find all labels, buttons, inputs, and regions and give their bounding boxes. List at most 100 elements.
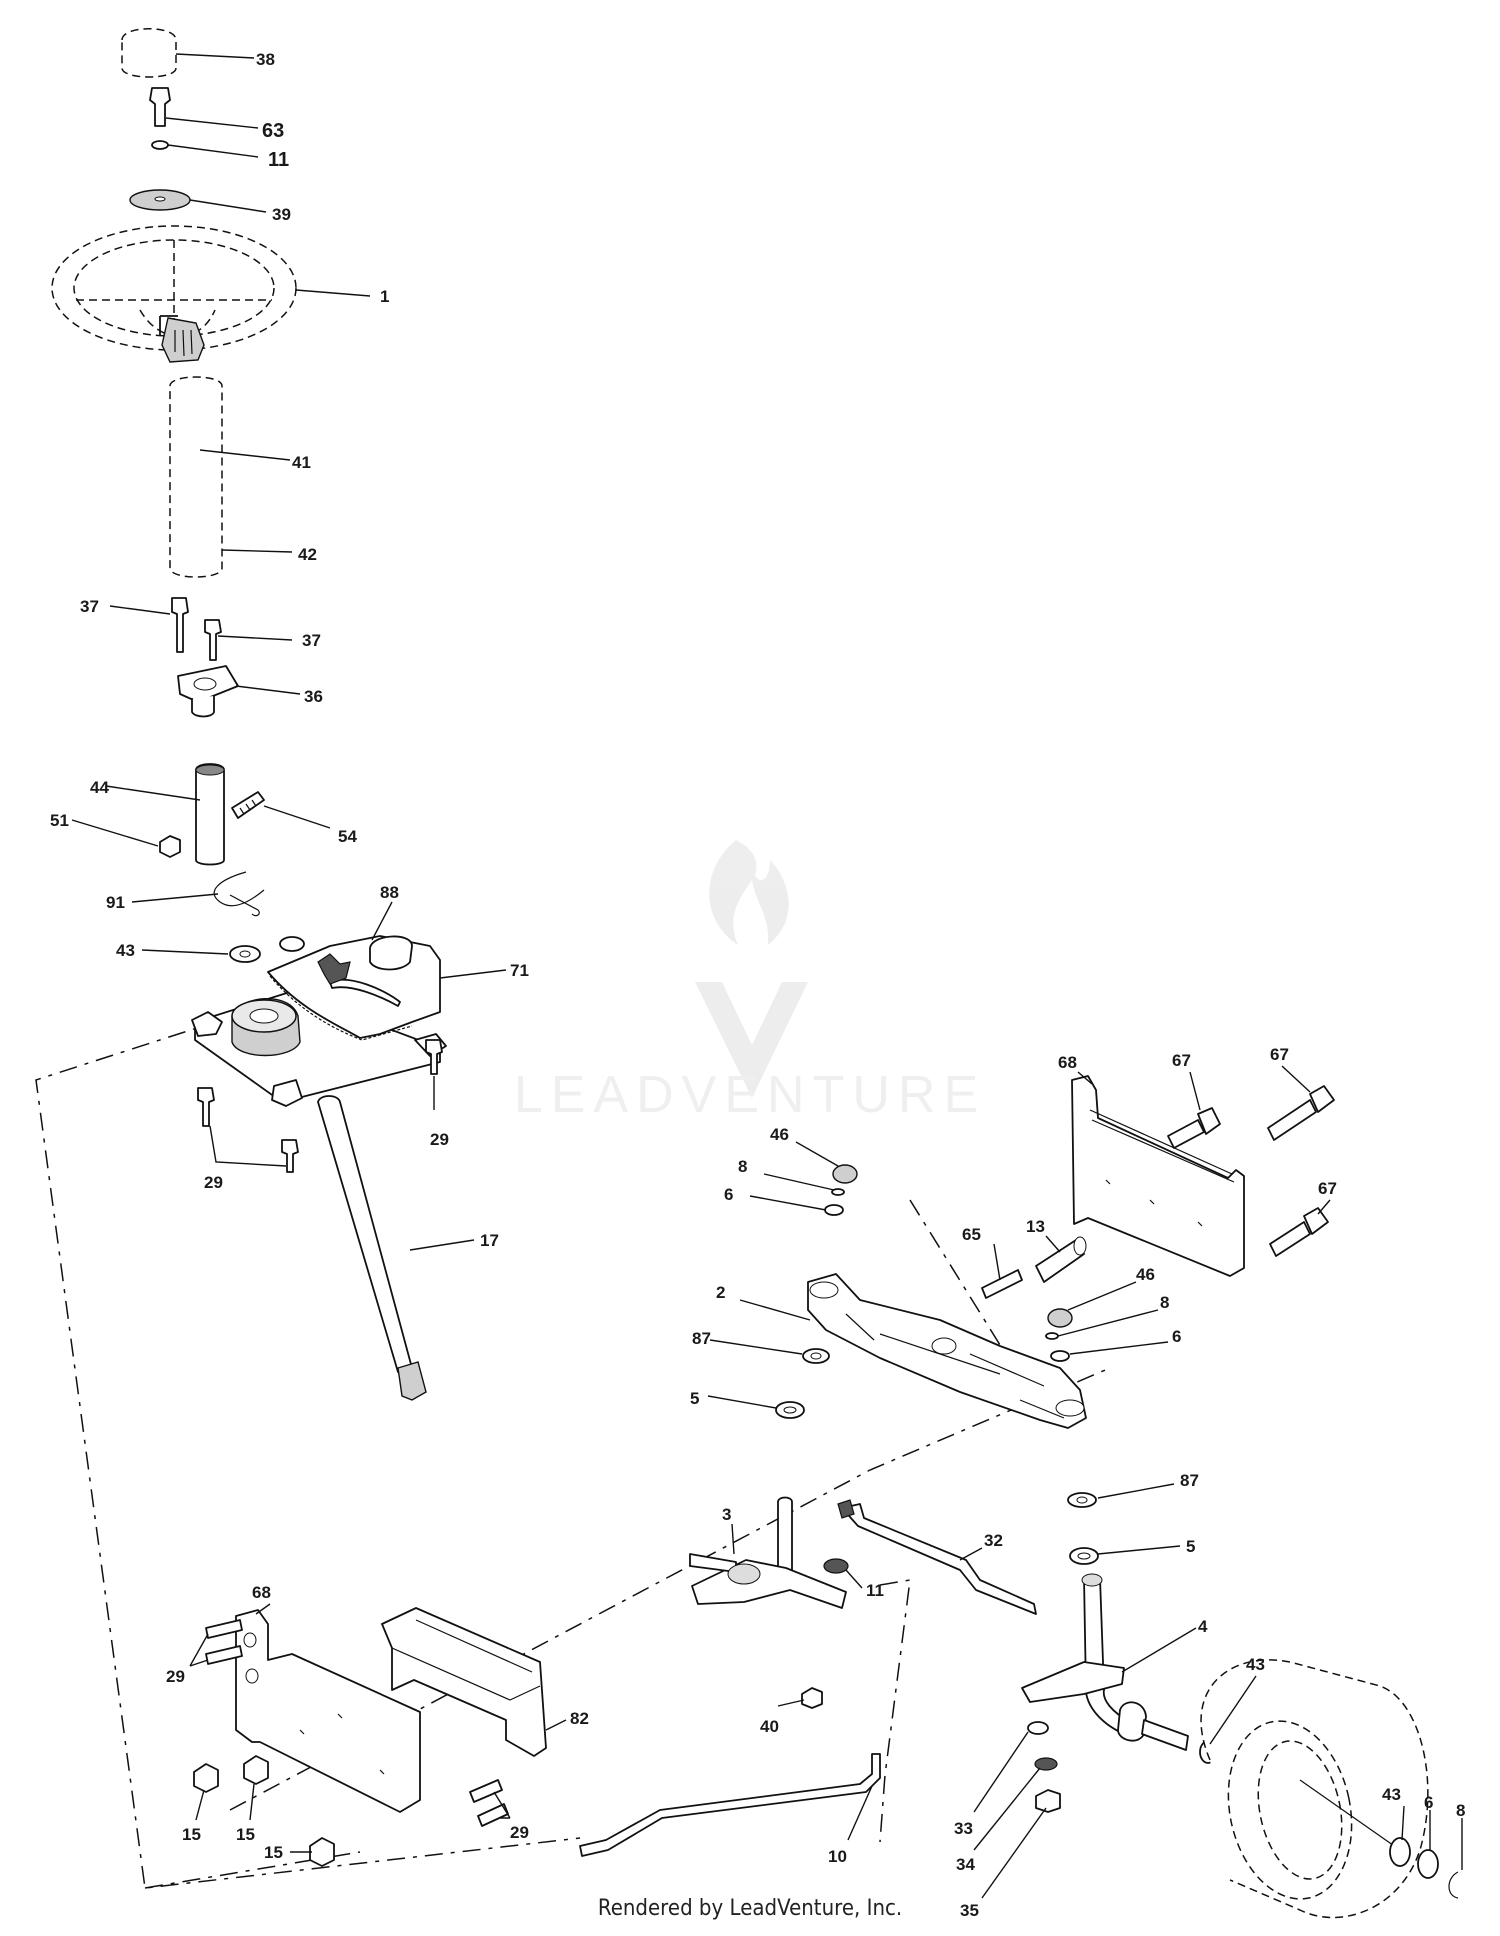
washer-right [1050,1350,1070,1362]
watermark-brand: LEADVENTURE [514,1066,986,1124]
callout-15: 15 [236,1825,255,1844]
axle-pin [981,1269,1023,1299]
bolt-head [1303,1207,1329,1235]
pinion-shaft [317,1095,413,1373]
callout-11: 11 [866,1581,884,1600]
center-bolt [149,87,171,127]
axle-right-boss [1055,1399,1085,1417]
steering-adapter [159,315,178,335]
steering-cap [121,28,177,78]
steering-column-group [51,28,305,963]
bracket-nut-1 [193,1763,219,1793]
callout-13: 13 [1026,1217,1045,1236]
gear-teeth [269,975,413,1041]
pinion-housing-bore [249,1008,279,1024]
callout-3: 3 [722,1505,731,1524]
callout-15: 15 [182,1825,201,1844]
callout-68: 68 [1058,1053,1077,1072]
callout-34: 34 [956,1855,975,1874]
bracket-holes [299,1713,385,1775]
hairpin-clip [213,871,265,917]
front-axle-group [775,1075,1335,1565]
callout-35: 35 [960,1901,979,1920]
bracket-rail [1089,1109,1235,1183]
washer-hole [1076,1496,1088,1504]
spindle-left [777,1496,793,1571]
callout-15: 15 [264,1843,283,1862]
callout-8: 8 [1456,1801,1465,1820]
spindle-right-arm [1021,1661,1125,1703]
callout-38: 38 [256,50,275,69]
callout-29: 29 [204,1173,223,1192]
shaft-nut [159,835,181,858]
support-plate-ear-front [271,1079,303,1107]
bracket-bolt-2 [1267,1099,1317,1141]
tie-rod-washer [1027,1721,1049,1735]
callout-29: 29 [430,1130,449,1149]
callout-36: 36 [304,687,323,706]
spindle-right-axle [1141,1719,1189,1751]
bracket-hole [245,1668,259,1684]
wheel-e-ring [1448,1871,1459,1899]
sector-washer [279,936,305,952]
bracket-bolt-1 [1167,1119,1205,1149]
callout-87: 87 [1180,1471,1199,1490]
axle-spacer [1035,1239,1085,1283]
leader-lines [71,53,1463,1899]
callout-8: 8 [738,1157,747,1176]
callout-37: 37 [80,597,99,616]
tie-rod-lock-washer [1034,1757,1058,1771]
bracket-hole [243,1632,257,1648]
callout-46: 46 [770,1125,789,1144]
washer-left [824,1204,844,1216]
sector-slot [329,979,401,1007]
callout-4: 4 [1198,1617,1208,1636]
flame-icon [709,840,789,945]
support-plate-ear-left [191,1011,223,1037]
disc-hole [154,196,166,202]
leadventure-watermark: LEADVENTURE [514,840,986,1124]
spindle-left-stub [689,1553,737,1573]
e-ring-right [1045,1332,1059,1340]
mounting-bracket-group [193,1607,547,1867]
callout-8: 8 [1160,1293,1169,1312]
axle-left-boss [809,1281,839,1299]
callout-6: 6 [724,1185,733,1204]
washer-hole [239,950,251,958]
callout-43: 43 [1246,1655,1265,1674]
plate-bolt-front [197,1087,215,1127]
channel-bracket [381,1607,547,1757]
steering-linkage-group [579,1496,1459,1919]
callout-5: 5 [1186,1537,1195,1556]
callout-68: 68 [252,1583,271,1602]
tie-rod-phantom-line [879,1579,911,1843]
pinion-gear [397,1361,427,1401]
callout-87: 87 [692,1329,711,1348]
axle-bracket-left [235,1609,421,1813]
callout-54: 54 [338,827,357,846]
plate-bolt-right [425,1039,443,1075]
bracket-bolt-3 [1269,1221,1311,1257]
callout-43: 43 [1382,1785,1401,1804]
callout-42: 42 [298,545,317,564]
callout-88: 88 [380,883,399,902]
flange-bolt-right [204,619,222,661]
render-credit: Rendered by LeadVenture, Inc. [597,1896,903,1921]
e-ring-left [831,1188,845,1196]
callout-71: 71 [510,961,529,980]
callout-37: 37 [302,631,321,650]
callout-43: 43 [116,941,135,960]
spindle-right-top [1081,1573,1103,1587]
cap-right [1047,1308,1073,1328]
bolt-threads [239,799,257,815]
part-callouts: 38 63 11 39 1 41 42 37 37 36 44 54 51 91… [50,50,1465,1920]
callout-41: 41 [292,453,311,472]
v-mark-icon [695,982,808,1098]
bolt-head [1309,1085,1335,1113]
plate-bolt-rear [281,1139,299,1173]
wheel-flat-washer [1417,1849,1439,1879]
callout-82: 82 [570,1709,589,1728]
callout-6: 6 [1172,1327,1181,1346]
axle-bracket-right [1071,1075,1245,1277]
washer-hole [810,1352,822,1360]
